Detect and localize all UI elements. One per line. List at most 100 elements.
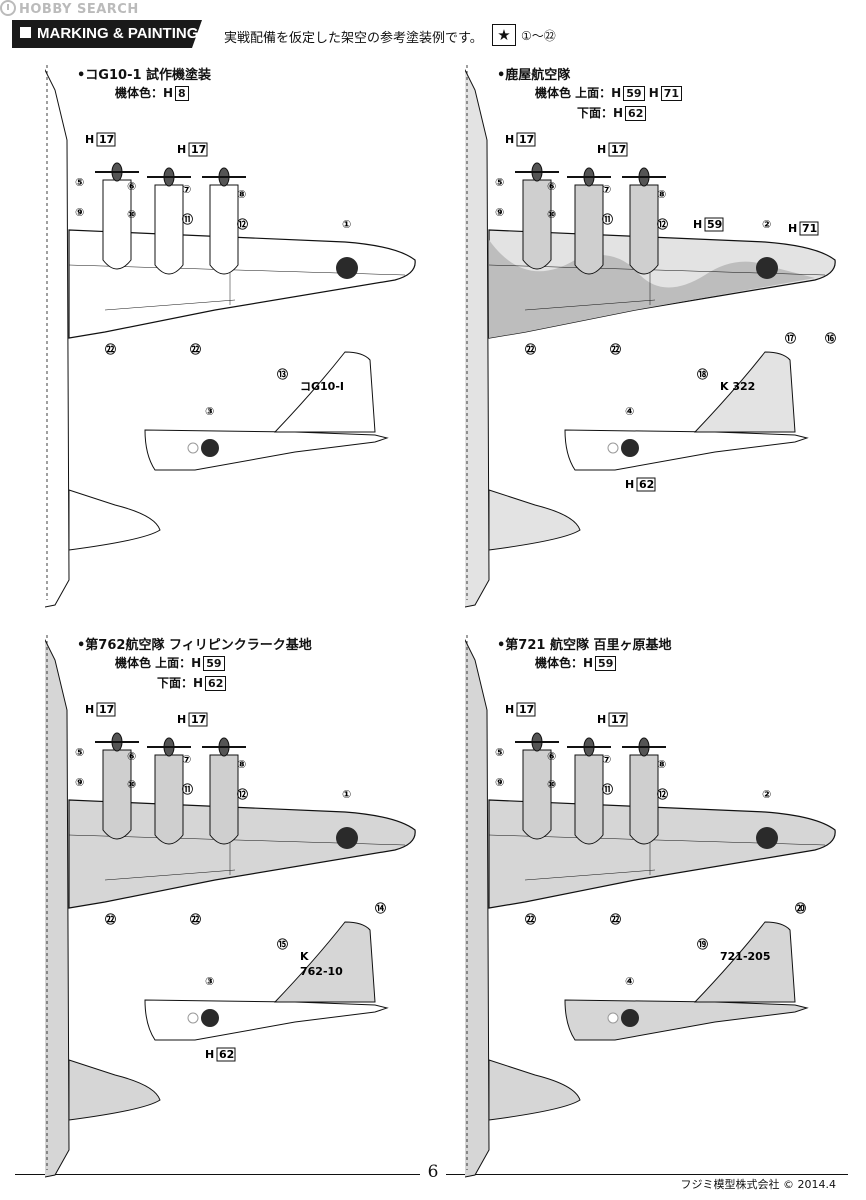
engine-nacelle: [522, 749, 552, 840]
decal-7: ⑦: [182, 753, 191, 766]
decal-6: ⑥: [547, 750, 556, 763]
decal-22-left: ㉒: [525, 342, 536, 356]
decal-11: ⑪: [602, 782, 613, 796]
rear-fuselage: [144, 429, 389, 471]
wing-roundel-decal: ①: [342, 788, 351, 801]
decal-6: ⑥: [127, 180, 136, 193]
prop-color-label: H: [85, 133, 94, 146]
spinner-color-label: H: [597, 143, 606, 156]
fuselage-side: [465, 68, 490, 608]
decal-11: ⑪: [602, 212, 613, 226]
color-code-2: 71: [660, 86, 683, 101]
tail-top-decal: ⑰: [785, 331, 796, 345]
spinner-color-label: H: [177, 713, 186, 726]
vertical-tail: [273, 921, 376, 1003]
tail-code: 721-205: [720, 950, 771, 963]
tail-decal: ⑲: [697, 937, 708, 951]
decal-22-left: ㉒: [105, 912, 116, 926]
under-color-code: 62: [639, 478, 654, 491]
horizontal-stabilizer: [488, 1059, 581, 1121]
engine-nacelle: [102, 179, 132, 270]
spinner-color-code-box: 17: [188, 712, 208, 727]
under-color-code-box: 62: [216, 1047, 236, 1062]
decal-8: ⑧: [237, 758, 246, 771]
decal-5: ⑤: [495, 176, 504, 189]
horizontal-stabilizer: [68, 1059, 161, 1121]
prop-color-code-box: 17: [516, 132, 536, 147]
rear-fuselage: [144, 999, 389, 1041]
wing-roundel-decal: ①: [342, 218, 351, 231]
color-code: 59: [595, 656, 617, 671]
decal-10: ⑩: [127, 208, 136, 221]
color-label-lower: 下面：H: [157, 676, 204, 690]
decal-12: ⑫: [657, 787, 668, 801]
engine-nacelle: [629, 754, 659, 845]
decal-6: ⑥: [127, 750, 136, 763]
prop-color-code-box: 17: [96, 132, 116, 147]
fuselage-roundel-decal: ④: [625, 405, 634, 418]
decal-10: ⑩: [547, 778, 556, 791]
wing-hinomaru: [756, 827, 778, 849]
color-label: 機体色 上面：H: [115, 656, 202, 670]
decal-10: ⑩: [127, 778, 136, 791]
spinner-color-code: 17: [611, 143, 626, 156]
spinner-color-code: 17: [191, 143, 206, 156]
decal-22-left: ㉒: [525, 912, 536, 926]
roundel-color-code-box: 71: [799, 221, 819, 236]
tail-code-2: 762-10: [300, 965, 343, 978]
decal-8: ⑧: [657, 758, 666, 771]
tail-top-decal-2: ⑯: [825, 331, 836, 345]
wing-roundel-decal: ②: [762, 218, 771, 231]
fuselage-window: [607, 442, 619, 454]
engine-nacelle: [574, 754, 604, 845]
watermark: HOBBY SEARCH: [0, 0, 139, 17]
engine-nacelle: [574, 184, 604, 275]
watermark-text: HOBBY SEARCH: [19, 2, 139, 17]
fuselage-window: [607, 1012, 619, 1024]
engine-nacelle: [154, 754, 184, 845]
color-code-lower: 62: [625, 106, 647, 121]
fuselage-hinomaru: [201, 1009, 219, 1027]
prop-color-label: H: [85, 703, 94, 716]
under-color-code: 62: [219, 1048, 234, 1061]
wing-top-color-label: H: [693, 218, 702, 231]
vertical-tail: [693, 351, 796, 433]
spinner-color-label: H: [177, 143, 186, 156]
spinner-color-code: 17: [611, 713, 626, 726]
prop-color-label: H: [505, 703, 514, 716]
fuselage-hinomaru: [621, 1009, 639, 1027]
camo-pattern: [489, 240, 815, 338]
color-label: 機体色 上面：H: [535, 86, 622, 100]
fuselage-roundel-decal: ③: [205, 975, 214, 988]
decal-5: ⑤: [75, 176, 84, 189]
prop-color-code: 17: [99, 133, 114, 146]
under-color-label: H: [205, 1048, 214, 1061]
header-note: 実戦配備を仮定した架空の参考塗装例です。: [224, 31, 483, 46]
rear-fuselage: [564, 429, 809, 471]
decal-22-right: ㉒: [190, 342, 201, 356]
tail-code: コG10-I: [300, 380, 344, 393]
decal-12: ⑫: [657, 217, 668, 231]
engine-nacelle: [209, 184, 239, 275]
decal-11: ⑪: [182, 782, 193, 796]
wing-top-color-code: 59: [707, 218, 722, 231]
color-code: 59: [623, 86, 645, 101]
fuselage-hinomaru: [621, 439, 639, 457]
vertical-tail: [273, 351, 376, 433]
page-number: 6: [420, 1162, 446, 1182]
engine-nacelle: [102, 749, 132, 840]
decal-10: ⑩: [547, 208, 556, 221]
prop-color-code: 17: [519, 703, 534, 716]
decal-22-left: ㉒: [105, 342, 116, 356]
wing-hinomaru: [336, 827, 358, 849]
section-header-bar: [12, 20, 202, 48]
engine-nacelle: [522, 179, 552, 270]
